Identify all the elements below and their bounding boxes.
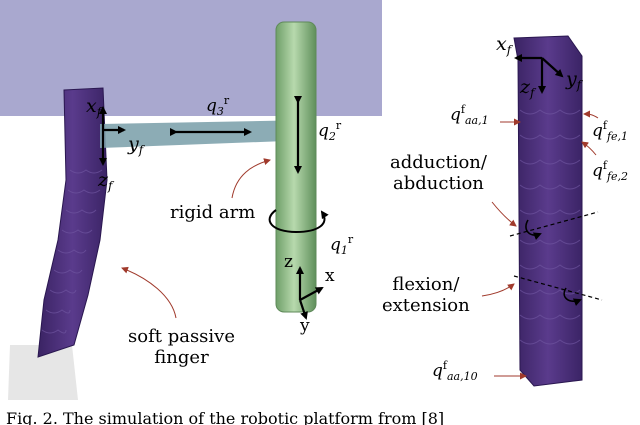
q-aa1-label: qfaa,1 [450,103,489,127]
q-fe2-label: qffe,2 [592,159,629,183]
soft-passive-finger [37,87,108,358]
soft-finger-label: soft passive finger [128,326,235,368]
rigid-arm-pointer [231,158,271,199]
left-finger-frame-axes [99,106,126,166]
q3-label: q3r [206,94,230,118]
q-aa10-label: qfaa,10 [432,359,478,383]
q-fe1-pointer [583,110,599,119]
base-frame-axes [296,266,324,320]
q1-label: q1r [330,233,354,257]
q-fe1-label: qffe,1 [592,119,629,143]
right-finger-frame-axes [514,54,564,94]
left-frame-z-label: zf [98,169,113,193]
aa-rotation-arrow [525,219,542,240]
base-y-label: y [300,316,310,336]
aa-joint-axis [509,211,599,237]
flexion-label: flexion/ extension [382,274,470,316]
flexion-pointer [481,283,515,297]
q2-label: q2r [318,119,342,143]
adduction-pointer [491,201,517,227]
finger-scales-left [41,169,103,334]
left-frame-x-label: xf [86,95,102,119]
background-wall [0,0,382,116]
q1-rotation-arrow [268,209,329,234]
fe-joint-axis [513,275,603,301]
figure-caption: Fig. 2. The simulation of the robotic pl… [6,409,445,425]
adduction-label: adduction/ abduction [390,152,487,194]
right-frame-x-label: xf [496,33,512,57]
rigid-post [275,21,317,313]
floor-patch [8,345,78,400]
rigid-arm-label: rigid arm [170,202,256,223]
right-frame-y-label: yf [566,68,582,92]
finger-scales-right [519,109,581,345]
left-frame-y-label: yf [128,133,144,157]
fe-rotation-arrow [563,287,582,306]
base-z-label: z [284,252,293,272]
base-x-label: x [325,266,335,286]
q-fe2-pointer [581,141,597,156]
soft-finger-pointer [121,266,177,319]
right-frame-z-label: zf [520,76,535,100]
